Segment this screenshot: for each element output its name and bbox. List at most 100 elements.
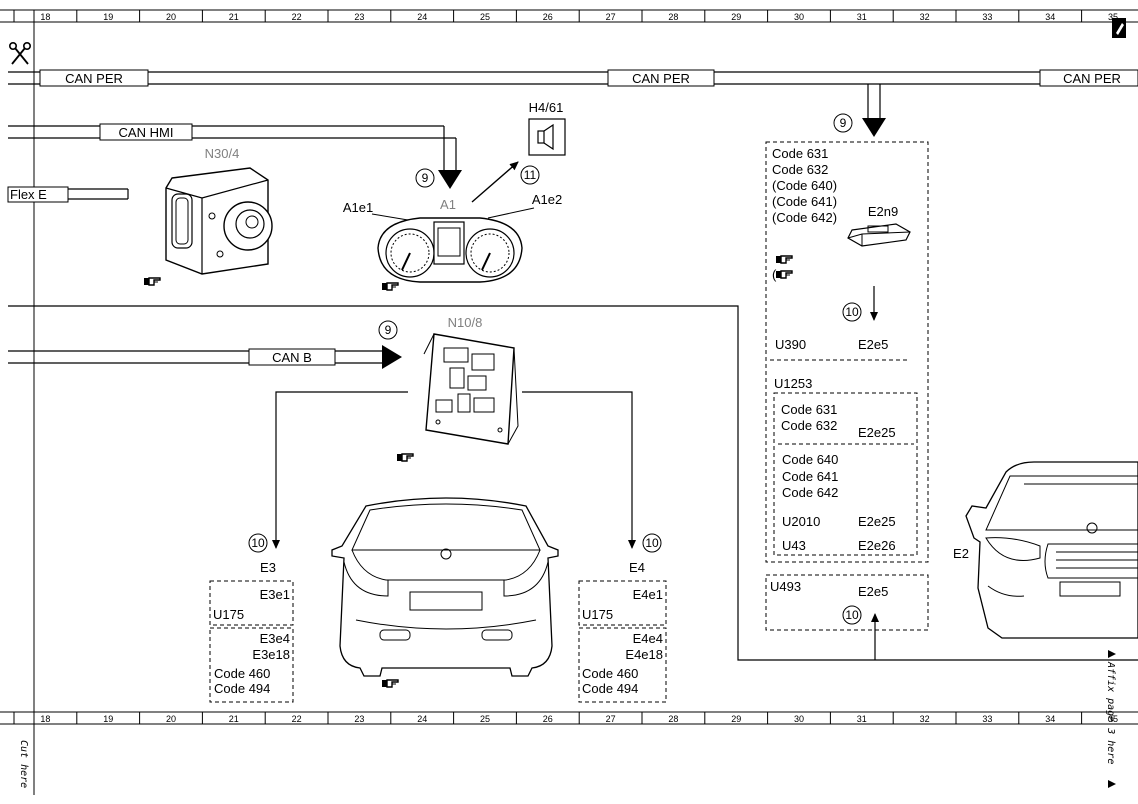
- u493-text: U493: [770, 579, 801, 594]
- h4-61-label: H4/61: [529, 100, 564, 115]
- ruler-column-number: 33: [982, 12, 992, 22]
- code460-text: Code 460: [582, 666, 638, 681]
- n10-8-to-e3-line: [272, 391, 408, 549]
- ruler-column-number: 25: [480, 714, 490, 724]
- u493-block: U493 E2e5 10: [765, 574, 929, 631]
- e2e25-text-1: E2e25: [858, 425, 896, 440]
- ruler-column-number: 31: [857, 12, 867, 22]
- code494-text: Code 494: [214, 681, 270, 696]
- u175-text: U175: [213, 607, 244, 622]
- ruler-column-number: 23: [354, 12, 364, 22]
- cut-here-note: Cut here: [18, 740, 29, 788]
- a1-to-h4-61-arrow: [471, 161, 519, 203]
- ruler-column-number: 25: [480, 12, 490, 22]
- ruler-column-number: 18: [40, 12, 50, 22]
- ruler-column-number: 19: [103, 714, 113, 724]
- ruler-column-number: 34: [1045, 714, 1055, 724]
- n30-4-module-image: [165, 167, 273, 275]
- e3e1-text: E3e1: [260, 587, 290, 602]
- ruler-column-number: 28: [668, 12, 678, 22]
- e2-code-1: Code 631: [772, 146, 828, 161]
- u2010-text: U2010: [782, 514, 820, 529]
- ruler-column-number: 22: [292, 714, 302, 724]
- u493-e2e5-text: E2e5: [858, 584, 888, 599]
- affix-page-note: Affix page 3 here: [1105, 661, 1116, 764]
- hand-pointer-icon: [144, 277, 161, 286]
- can-per-label-1: CAN PER: [65, 71, 123, 86]
- u1253-code-631: Code 631: [781, 402, 837, 417]
- ruler-column-number: 26: [543, 714, 553, 724]
- e4e18-text: E4e18: [625, 647, 663, 662]
- ruler-column-number: 26: [543, 12, 553, 22]
- ruler-column-number: 30: [794, 714, 804, 724]
- can-b-label: CAN B: [272, 350, 312, 365]
- ruler-column-number: 33: [982, 714, 992, 724]
- e2n9-label: E2n9: [868, 204, 898, 219]
- callout-9-n10: 9: [378, 320, 398, 340]
- can-per-label-3: CAN PER: [1063, 71, 1121, 86]
- e2-code-5: (Code 642): [772, 210, 837, 225]
- e4-label: E4: [629, 560, 645, 575]
- e2-block: Code 631 Code 632 (Code 640) (Code 641) …: [765, 141, 929, 563]
- e3e4-text: E3e4: [260, 631, 290, 646]
- can-b-bus: CAN B: [8, 345, 402, 369]
- u390-text: U390: [775, 337, 806, 352]
- a1e2-label: A1e2: [532, 192, 562, 207]
- ruler-column-number: 29: [731, 12, 741, 22]
- can-hmi-bus: CAN HMI: [8, 123, 462, 189]
- u1253-code-641: Code 641: [782, 469, 838, 484]
- flex-e-bus: Flex E: [7, 186, 129, 203]
- e4-block: E4e1 U175 E4e4 E4e18 Code 460 Code 494: [578, 580, 667, 703]
- e4e4-text: E4e4: [633, 631, 663, 646]
- hand-pointer-icon: [382, 679, 399, 688]
- ruler-column-number: 35: [1108, 12, 1118, 22]
- hand-pointer-icon: (: [772, 267, 793, 282]
- callout-10-e4: 10: [642, 533, 662, 553]
- ruler-column-number: 21: [229, 714, 239, 724]
- hand-pointer-icon: [382, 282, 399, 291]
- callout-10-e3: 10: [248, 533, 268, 553]
- svg-text:10: 10: [845, 608, 859, 622]
- e2-code-2: Code 632: [772, 162, 828, 177]
- a1-instrument-cluster-image: [377, 217, 523, 283]
- ruler-column-number: 21: [229, 12, 239, 22]
- n30-4-label: N30/4: [205, 146, 240, 161]
- ruler-column-number: 35: [1108, 714, 1118, 724]
- u175-text: U175: [582, 607, 613, 622]
- e4e1-text: E4e1: [633, 587, 663, 602]
- callout-10-e2: [842, 302, 862, 322]
- e3-block: E3e1 U175 E3e4 E3e18 Code 460 Code 494: [209, 580, 294, 703]
- ruler-column-number: 24: [417, 12, 427, 22]
- u1253-code-642: Code 642: [782, 485, 838, 500]
- ruler-column-number: 23: [354, 714, 364, 724]
- e2e26-text: E2e26: [858, 538, 896, 553]
- affix-marker-top: [1108, 650, 1116, 658]
- ruler-column-number: 24: [417, 714, 427, 724]
- e3e18-text: E3e18: [252, 647, 290, 662]
- ruler-column-number: 18: [40, 714, 50, 724]
- svg-text:10: 10: [645, 536, 659, 550]
- code494-text: Code 494: [582, 681, 638, 696]
- a1-label: A1: [440, 197, 456, 212]
- can-hmi-label: CAN HMI: [119, 125, 174, 140]
- u1253-text: U1253: [774, 376, 812, 391]
- flex-e-label: Flex E: [10, 187, 47, 202]
- a1e1-label: A1e1: [343, 200, 373, 215]
- ruler-column-number: 32: [920, 12, 930, 22]
- e2n9-module-image: [847, 223, 911, 247]
- car-front-view-image: [965, 461, 1138, 639]
- e2e25-text-2: E2e25: [858, 514, 896, 529]
- e2-code-4: (Code 641): [772, 194, 837, 209]
- ruler-column-number: 29: [731, 714, 741, 724]
- e2-label: E2: [953, 546, 969, 561]
- ruler-column-number: 20: [166, 714, 176, 724]
- ruler-column-number: 22: [292, 12, 302, 22]
- hand-pointer-icon: [776, 255, 793, 264]
- svg-text:9: 9: [840, 116, 847, 130]
- e2-code-3: (Code 640): [772, 178, 837, 193]
- e3-label: E3: [260, 560, 276, 575]
- callout-9-e2: 9: [833, 113, 853, 133]
